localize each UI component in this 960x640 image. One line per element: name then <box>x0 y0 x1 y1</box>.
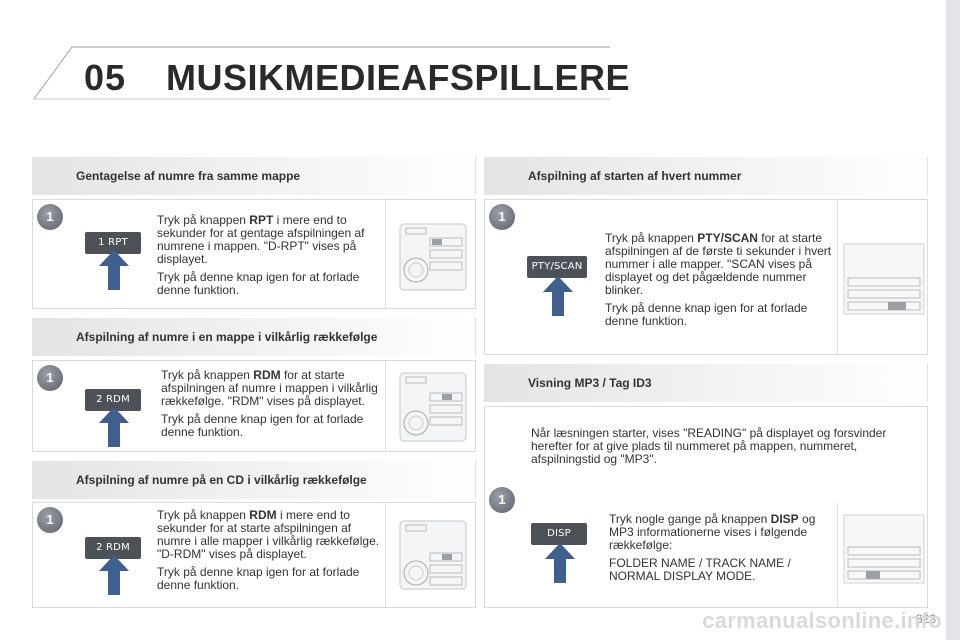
key-name: RDM <box>249 508 277 522</box>
watermark: carmanualsonline.info <box>702 608 942 633</box>
preset-panel-illustration <box>837 503 928 607</box>
section-heading-band: Afspilning af numre i en mappe i vilkårl… <box>32 318 476 356</box>
section-heading: Afspilning af starten af hvert nummer <box>528 169 742 183</box>
instruction-line-prefix: Tryk på knappen <box>157 508 250 522</box>
page-title: MUSIKMEDIEAFSPILLERE <box>166 57 631 98</box>
step-badge: 1 <box>489 487 515 513</box>
instruction-line-suffix: i mere end to sekunder for at gentage af… <box>157 213 365 266</box>
instruction-exit: Tryk på denne knap igen for at forlade d… <box>161 412 364 439</box>
instruction-text: Tryk på knappen RDM for at starte afspil… <box>161 369 383 444</box>
key-name: DISP <box>770 512 799 526</box>
instruction-box: 1 1 RPT Tryk på knappen RPT i mere end t… <box>32 199 476 309</box>
instruction-line-prefix: Tryk nogle gange på knappen <box>609 512 771 526</box>
section-heading: Afspilning af numre på en CD i vilkårlig… <box>76 473 367 487</box>
instruction-box: 1 2 RDM Tryk på knappen RDM for at start… <box>32 360 476 452</box>
key-name: PTY/SCAN <box>697 231 758 245</box>
instruction-exit: Tryk på denne knap igen for at forlade d… <box>157 270 360 297</box>
radio-panel-illustration <box>385 361 476 451</box>
rdm-button: 2 RDM <box>85 537 141 559</box>
arrow-up-icon <box>543 276 573 316</box>
section-heading: Visning MP3 / Tag ID3 <box>528 376 652 390</box>
instruction-box: 1 PTY/SCAN Tryk på knappen PTY/SCAN for … <box>484 199 928 355</box>
instruction-text: Tryk på knappen PTY/SCAN for at starte a… <box>605 232 833 333</box>
key-name: RPT <box>249 213 274 227</box>
preset-panel-illustration <box>837 200 928 354</box>
instruction-line-prefix: Tryk på knappen <box>605 231 698 245</box>
step-badge: 1 <box>489 204 515 230</box>
page-number: 323 <box>915 612 936 626</box>
step-badge: 1 <box>37 204 63 230</box>
section-heading-band: Visning MP3 / Tag ID3 <box>484 364 928 402</box>
pty-scan-button: PTY/SCAN <box>527 256 587 278</box>
instruction-box: 1 2 RDM Tryk på knappen RDM i mere end t… <box>32 502 476 608</box>
key-name: RDM <box>253 368 281 382</box>
chapter-number: 05 <box>84 57 127 98</box>
step-badge: 1 <box>37 507 63 533</box>
instruction-line-suffix: i mere end to sekunder for at starte afs… <box>157 508 380 561</box>
instruction-exit: Tryk på denne knap igen for at forlade d… <box>605 301 808 328</box>
page-edge <box>946 0 960 640</box>
step-badge: 1 <box>37 365 63 391</box>
section-heading: Gentagelse af numre fra samme mappe <box>76 169 301 183</box>
rpt-button: 1 RPT <box>85 232 141 254</box>
instruction-line-prefix: Tryk på knappen <box>161 368 254 382</box>
arrow-up-icon <box>99 250 129 290</box>
instruction-text: Tryk nogle gange på knappen DISP og MP3 … <box>609 513 835 588</box>
arrow-up-icon <box>545 543 575 583</box>
section-heading-band: Afspilning af numre på en CD i vilkårlig… <box>32 461 476 499</box>
instruction-line-suffix: for at starte afspilningen af numre i ma… <box>161 368 378 408</box>
arrow-up-icon <box>99 407 129 447</box>
page-header: 05 MUSIKMEDIEAFSPILLERE <box>32 45 630 101</box>
disp-button: DISP <box>531 523 587 545</box>
section-heading-band: Afspilning af starten af hvert nummer <box>484 157 928 195</box>
section-heading-band: Gentagelse af numre fra samme mappe <box>32 157 476 195</box>
radio-panel-illustration <box>385 200 476 308</box>
rdm-button: 2 RDM <box>85 389 141 411</box>
radio-panel-illustration <box>385 503 476 607</box>
instruction-box: Når læsningen starter, vises "READING" p… <box>484 406 928 608</box>
instruction-sequence: FOLDER NAME / TRACK NAME / NORMAL DISPLA… <box>609 556 791 583</box>
arrow-up-icon <box>99 555 129 595</box>
instruction-line-prefix: Tryk på knappen <box>157 213 250 227</box>
instruction-text: Tryk på knappen RDM i mere end to sekund… <box>157 509 383 597</box>
section-heading: Afspilning af numre i en mappe i vilkårl… <box>76 330 378 344</box>
instruction-exit: Tryk på denne knap igen for at forlade d… <box>157 565 360 592</box>
instruction-line-suffix: for at starte afspilningen af de første … <box>605 231 832 297</box>
header-frame <box>33 46 610 100</box>
instruction-text: Tryk på knappen RPT i mere end to sekund… <box>157 214 387 302</box>
instruction-line-suffix: og MP3 informationerne vises i følgende … <box>609 512 816 552</box>
mp3-intro-text: Når læsningen starter, vises "READING" p… <box>531 426 887 466</box>
